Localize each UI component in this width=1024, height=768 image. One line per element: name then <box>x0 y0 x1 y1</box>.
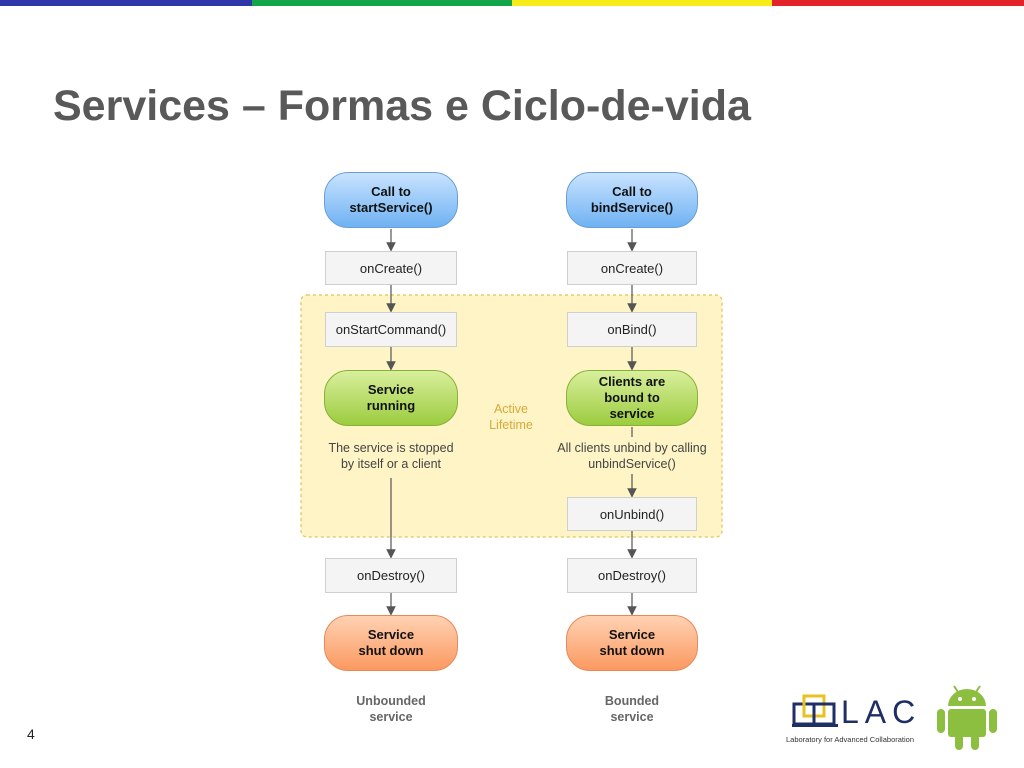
onstartcommand-node: onStartCommand() <box>325 312 457 347</box>
ondestroy-bounded: onDestroy() <box>567 558 697 593</box>
stripe-blue <box>0 0 252 6</box>
service-running-node: Service running <box>324 370 458 426</box>
clients-bound-node: Clients are bound to service <box>566 370 698 426</box>
ondestroy-unbounded: onDestroy() <box>325 558 457 593</box>
android-icon <box>937 685 997 750</box>
stripe-red <box>772 0 1024 6</box>
active-lifetime-area <box>300 294 723 538</box>
oncreate-bounded: onCreate() <box>567 251 697 285</box>
slide-title: Services – Formas e Ciclo-de-vida <box>53 82 751 130</box>
shutdown-bounded-node: Service shut down <box>566 615 698 671</box>
page-number: 4 <box>27 726 35 742</box>
onbind-node: onBind() <box>567 312 697 347</box>
lac-subtitle: Laboratory for Advanced Collaboration <box>786 735 914 744</box>
lac-text: LAC <box>841 694 922 730</box>
active-lifetime-label: Active Lifetime <box>489 402 533 432</box>
clients-unbind-note: All clients unbind by calling unbindServ… <box>546 439 718 473</box>
oncreate-unbounded: onCreate() <box>325 251 457 285</box>
stripe-yellow <box>512 0 772 6</box>
bind-service-node: Call to bindService() <box>566 172 698 228</box>
lac-logo: LAC Laboratory for Advanced Collaboratio… <box>786 690 936 750</box>
lac-mark-icon <box>792 694 838 727</box>
onunbind-node: onUnbind() <box>567 497 697 531</box>
service-stopped-note: The service is stopped by itself or a cl… <box>308 439 474 473</box>
bounded-caption: Bounded service <box>604 694 660 724</box>
start-service-node: Call to startService() <box>324 172 458 228</box>
unbounded-caption: Unbounded service <box>356 694 426 724</box>
stripe-green <box>252 0 512 6</box>
shutdown-unbounded-node: Service shut down <box>324 615 458 671</box>
